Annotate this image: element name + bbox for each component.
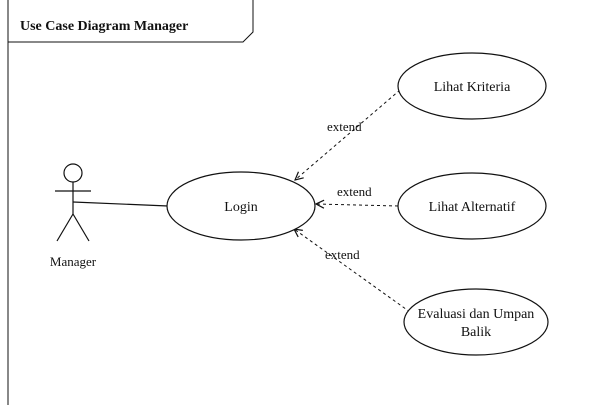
usecase-lihat-alternatif-label: Lihat Alternatif — [429, 200, 516, 215]
extend-arrow-alternatif — [316, 204, 399, 206]
actor-leg-right — [72, 213, 90, 242]
usecase-evaluasi-label-line2: Balik — [461, 325, 491, 340]
usecase-lihat-kriteria-label: Lihat Kriteria — [434, 80, 511, 95]
usecase-evaluasi-label-line1: Evaluasi dan Umpan — [418, 307, 535, 322]
association-line — [72, 201, 169, 207]
usecase-login-label: Login — [224, 200, 257, 215]
actor-label: Manager — [50, 254, 97, 269]
usecase-lihat-alternatif — [397, 172, 547, 240]
extend-arrow-kriteria — [295, 89, 401, 180]
actor-head — [63, 163, 83, 183]
extend-label-3: extend — [325, 247, 360, 262]
extend-arrow-evaluasi — [294, 229, 411, 313]
frame-title-tab — [8, 0, 254, 43]
usecase-lihat-kriteria — [397, 52, 547, 120]
usecase-login — [166, 171, 316, 241]
extend-label-2: extend — [337, 184, 372, 199]
actor-manager — [55, 163, 91, 242]
frame-title: Use Case Diagram Manager — [20, 19, 188, 34]
extend-label-1: extend — [327, 119, 362, 134]
usecase-evaluasi — [403, 288, 549, 356]
actor-leg-left — [56, 213, 74, 242]
